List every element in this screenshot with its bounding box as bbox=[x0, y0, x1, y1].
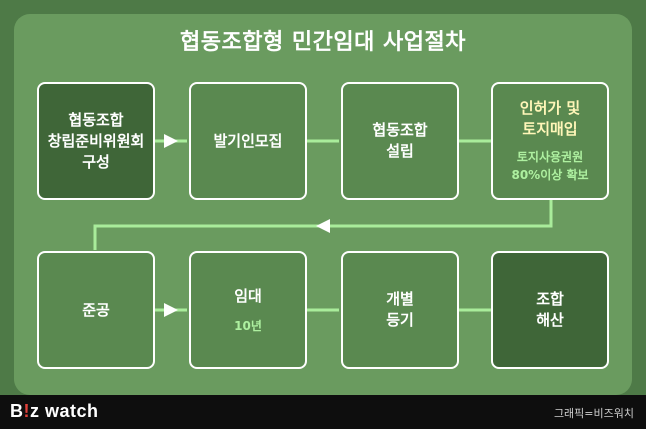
step-sub-6: 10년 bbox=[234, 318, 262, 333]
step-label-3: 협동조합 설립 bbox=[372, 121, 428, 160]
step-box-1: 협동조합 창립준비위원회 구성 bbox=[37, 82, 155, 200]
step-label-7: 개별 등기 bbox=[386, 290, 414, 329]
step-label-1: 협동조합 창립준비위원회 구성 bbox=[47, 110, 145, 171]
diagram-title: 협동조합형 민간임대 사업절차 bbox=[180, 30, 466, 55]
arrow-1-2 bbox=[164, 134, 178, 148]
step-box-6: 임대 10년 bbox=[189, 251, 307, 369]
step-label-4: 인허가 및 토지매입 bbox=[519, 99, 581, 138]
step-box-7: 개별 등기 bbox=[341, 251, 459, 369]
step-label-5: 준공 bbox=[82, 300, 110, 319]
step-label-8: 조합 해산 bbox=[536, 290, 564, 329]
step-box-4: 인허가 및 토지매입 토지사용권원 80%이상 확보 bbox=[491, 82, 609, 200]
arrow-4-5 bbox=[316, 219, 330, 233]
graphic-credit: 그래픽=비즈워치 bbox=[553, 407, 634, 420]
step-sub-4: 토지사용권원 80%이상 확보 bbox=[511, 150, 589, 182]
step-box-2: 발기인모집 bbox=[189, 82, 307, 200]
step-label-2: 발기인모집 bbox=[213, 131, 283, 150]
arrow-5-6 bbox=[164, 303, 178, 317]
step-label-6: 임대 bbox=[234, 286, 262, 305]
step-box-5: 준공 bbox=[37, 251, 155, 369]
step-box-3: 협동조합 설립 bbox=[341, 82, 459, 200]
footer-bar: B!z watch 그래픽=비즈워치 bbox=[0, 395, 646, 429]
bizwatch-logo: B!z watch bbox=[10, 401, 99, 421]
step-box-8: 조합 해산 bbox=[491, 251, 609, 369]
